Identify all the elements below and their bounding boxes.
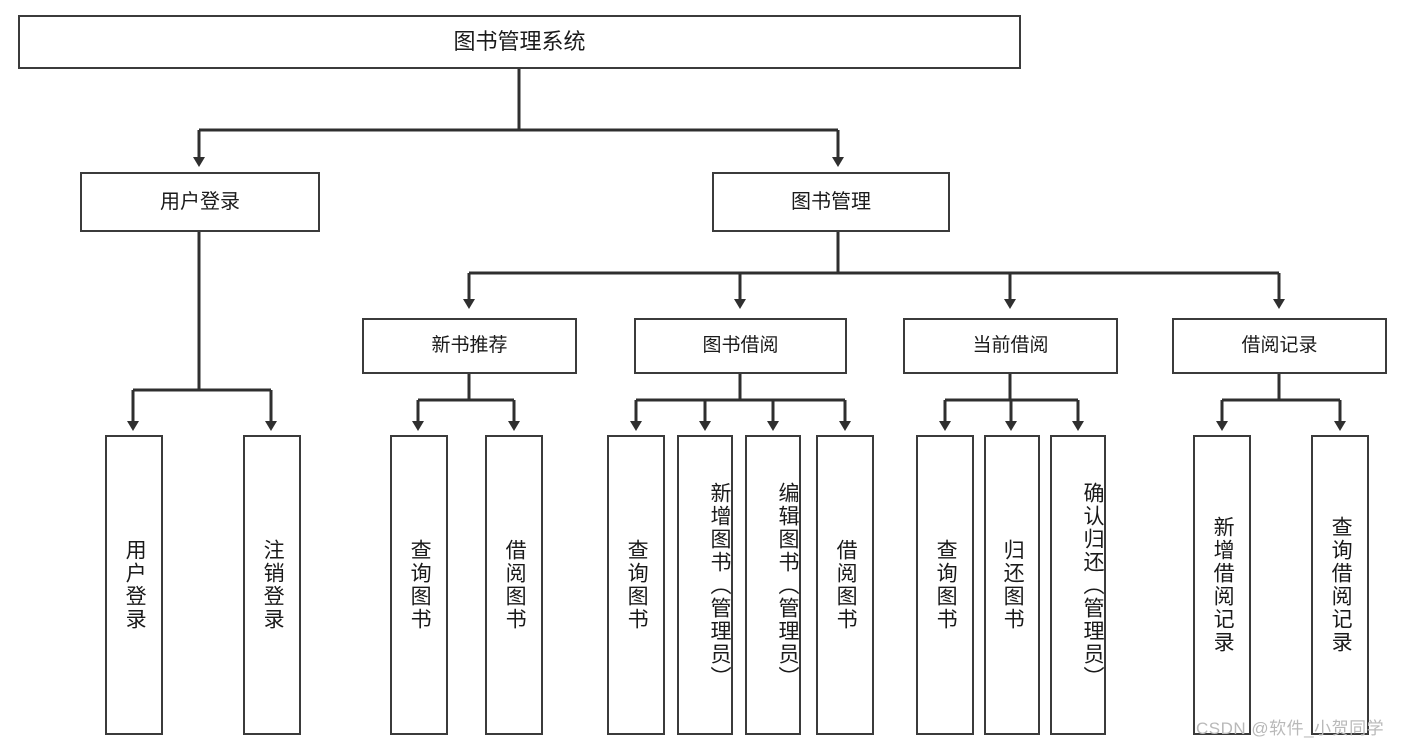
leaf-current-confirm-return-label: 确认归还（管理员） xyxy=(1081,481,1104,689)
node-new-book-recommend[interactable]: 新书推荐 xyxy=(362,318,577,374)
leaf-current-return-book[interactable]: 归还图书 xyxy=(984,435,1040,735)
leaf-user-logout-label: 注销登录 xyxy=(261,539,285,631)
node-borrow-records-label: 借阅记录 xyxy=(1241,335,1318,357)
node-book-management-label: 图书管理 xyxy=(791,190,871,213)
leaf-current-confirm-return[interactable]: 确认归还（管理员） xyxy=(1050,435,1106,735)
leaf-recommend-query-book[interactable]: 查询图书 xyxy=(390,435,448,735)
node-current-borrow-label: 当前借阅 xyxy=(972,335,1049,357)
leaf-borrow-edit-book-label: 编辑图书（管理员） xyxy=(776,481,799,689)
leaf-borrow-query-book[interactable]: 查询图书 xyxy=(607,435,665,735)
node-user-login[interactable]: 用户登录 xyxy=(80,172,320,232)
node-new-book-recommend-label: 新书推荐 xyxy=(431,335,508,357)
leaf-recommend-borrow-book-label: 借阅图书 xyxy=(503,539,527,631)
leaf-borrow-borrow-book-label: 借阅图书 xyxy=(834,539,858,631)
leaf-user-login-label: 用户登录 xyxy=(123,539,147,631)
leaf-user-login[interactable]: 用户登录 xyxy=(105,435,163,735)
leaf-record-add[interactable]: 新增借阅记录 xyxy=(1193,435,1251,735)
leaf-borrow-add-book[interactable]: 新增图书（管理员） xyxy=(677,435,733,735)
node-book-borrow-label: 图书借阅 xyxy=(702,335,779,357)
node-root[interactable]: 图书管理系统 xyxy=(18,15,1021,69)
leaf-borrow-add-book-label: 新增图书（管理员） xyxy=(708,481,731,689)
leaf-record-query-label: 查询借阅记录 xyxy=(1329,516,1353,654)
leaf-borrow-borrow-book[interactable]: 借阅图书 xyxy=(816,435,874,735)
node-user-login-label: 用户登录 xyxy=(160,190,240,213)
leaf-current-query-book[interactable]: 查询图书 xyxy=(916,435,974,735)
leaf-current-query-book-label: 查询图书 xyxy=(934,539,958,631)
node-borrow-records[interactable]: 借阅记录 xyxy=(1172,318,1387,374)
leaf-recommend-query-book-label: 查询图书 xyxy=(408,539,432,631)
node-root-label: 图书管理系统 xyxy=(453,29,586,55)
leaf-record-query[interactable]: 查询借阅记录 xyxy=(1311,435,1369,735)
node-book-borrow[interactable]: 图书借阅 xyxy=(634,318,847,374)
node-current-borrow[interactable]: 当前借阅 xyxy=(903,318,1118,374)
node-book-management[interactable]: 图书管理 xyxy=(712,172,950,232)
leaf-record-add-label: 新增借阅记录 xyxy=(1211,516,1235,654)
leaf-user-logout[interactable]: 注销登录 xyxy=(243,435,301,735)
leaf-borrow-query-book-label: 查询图书 xyxy=(625,539,649,631)
leaf-current-return-book-label: 归还图书 xyxy=(1001,539,1025,631)
leaf-recommend-borrow-book[interactable]: 借阅图书 xyxy=(485,435,543,735)
leaf-borrow-edit-book[interactable]: 编辑图书（管理员） xyxy=(745,435,801,735)
